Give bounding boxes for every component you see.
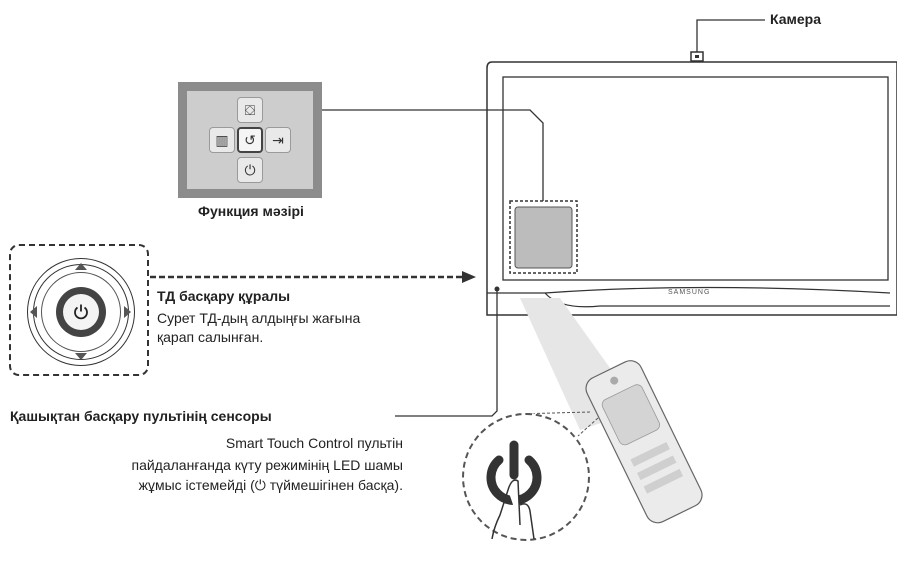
source-icon: ⇥ <box>272 131 284 148</box>
controller-arrow-head <box>462 271 476 283</box>
controller-up-arrow[interactable] <box>75 263 87 270</box>
camera-label: Камера <box>770 11 821 27</box>
smart-hub-key[interactable]: ⛋ <box>237 97 263 123</box>
remote-control <box>585 360 703 524</box>
remote-sensor-dot <box>494 286 500 292</box>
smart-hub-icon: ⛋ <box>244 101 256 118</box>
tv-controller-box <box>9 244 149 376</box>
menu-icon: ▥ <box>215 131 229 148</box>
source-key[interactable]: ⇥ <box>265 127 291 153</box>
remote-zoom-leader-1 <box>577 417 599 437</box>
tv-controller-desc-2: қарап салынған. <box>157 329 264 345</box>
remote-power-zoom <box>462 413 590 541</box>
power-icon <box>74 304 88 320</box>
remote-sensor-desc-2: пайдаланғанда күту режимінің LED шамы <box>131 457 403 473</box>
remote-sensor-desc-1: Smart Touch Control пультін <box>225 435 403 451</box>
tv-controller-title: ТД басқару құралы <box>157 288 291 304</box>
function-menu-leader <box>322 109 544 201</box>
power-key[interactable]: ⏻ <box>237 157 263 183</box>
controller-left-arrow[interactable] <box>30 306 37 318</box>
camera-leader-line <box>696 19 765 52</box>
controller-right-arrow[interactable] <box>124 306 131 318</box>
tv-controller-desc-1: Сурет ТД-дың алдыңғы жағына <box>157 310 361 326</box>
controller-power-button[interactable] <box>63 294 99 330</box>
remote-sensor-desc-3: жұмыс істемейді (⏻ түймешігінен басқа). <box>138 477 403 493</box>
remote-sensor-title: Қашықтан басқару пультінің сенсоры <box>10 408 272 424</box>
function-menu-panel: ⛋ ▥ ↺ ⇥ ⏻ <box>178 82 322 198</box>
power-icon: ⏻ <box>244 161 256 178</box>
menu-key[interactable]: ▥ <box>209 127 235 153</box>
remote-sensor-leader <box>395 291 498 417</box>
return-key[interactable]: ↺ <box>237 127 263 153</box>
return-icon: ↺ <box>244 131 256 148</box>
function-menu-inner: ⛋ ▥ ↺ ⇥ ⏻ <box>187 91 313 189</box>
function-menu-location <box>509 200 578 274</box>
function-menu-label: Функция мәзірі <box>198 203 304 219</box>
tv-brand-label: SAMSUNG <box>668 289 711 296</box>
finger-press-illustration <box>486 440 542 539</box>
controller-down-arrow[interactable] <box>75 353 87 360</box>
